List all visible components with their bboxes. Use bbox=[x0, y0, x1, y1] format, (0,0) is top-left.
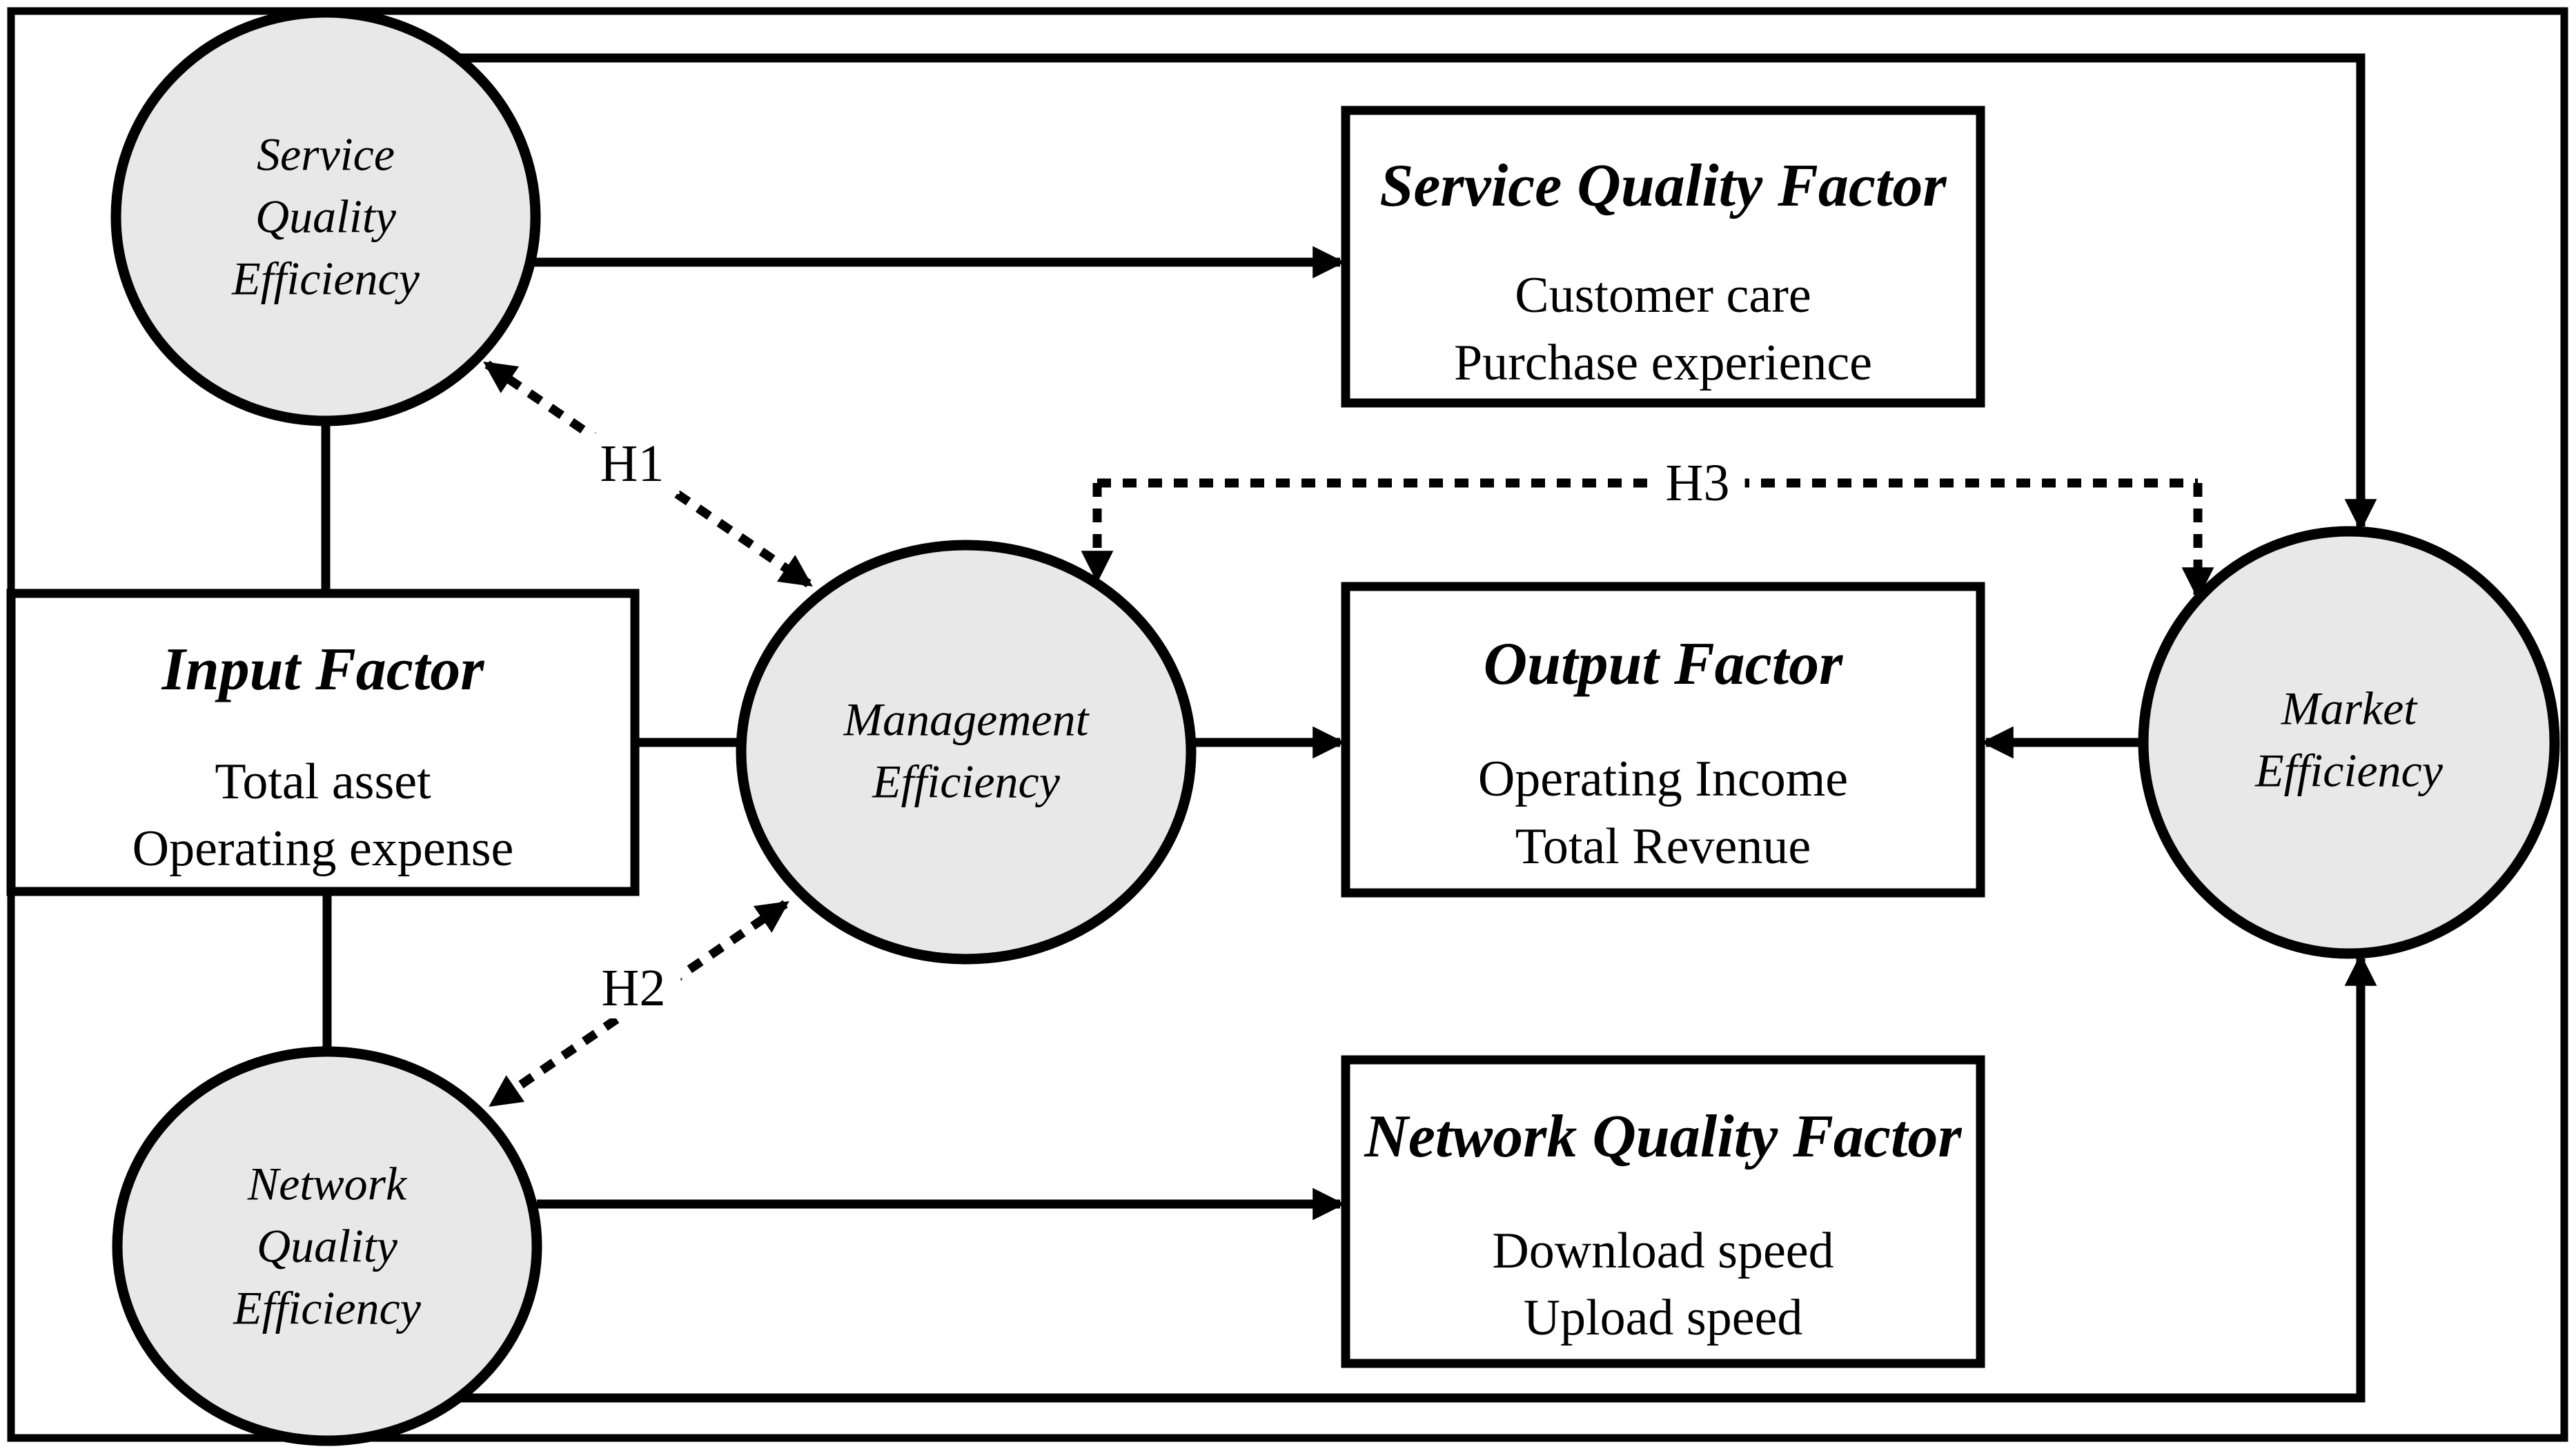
label-management-efficiency: Management Efficiency bbox=[843, 693, 1089, 807]
input-factor-title: Input Factor bbox=[161, 635, 484, 703]
edge-network-quality-efficiency-to-market-efficiency bbox=[457, 953, 2377, 1403]
box-service-quality-factor bbox=[1341, 106, 1985, 408]
label-h2: H2 bbox=[586, 958, 681, 1018]
box-output-factor bbox=[1341, 582, 1985, 898]
label-h3: H3 bbox=[1650, 453, 1745, 513]
network-quality-factor-box-text: Network Quality Factor Download speed Up… bbox=[1346, 1060, 1980, 1363]
node-service-quality-efficiency bbox=[110, 7, 541, 426]
node-market-efficiency bbox=[2138, 526, 2560, 959]
label-market-efficiency: Market Efficiency bbox=[2255, 682, 2443, 796]
node-management-efficiency bbox=[736, 540, 1197, 965]
network-quality-factor-indicators: Download speed Upload speed bbox=[1492, 1222, 1834, 1347]
label-network-quality-efficiency: Network Quality Efficiency bbox=[233, 1157, 421, 1334]
box-network-quality-factor bbox=[1341, 1055, 1985, 1368]
edge-h2-management-efficiency-network-quality-efficiency bbox=[489, 900, 789, 1108]
network-quality-factor-title: Network Quality Factor bbox=[1364, 1103, 1962, 1170]
output-factor-title: Output Factor bbox=[1483, 630, 1843, 698]
label-h1: H1 bbox=[584, 433, 680, 494]
box-input-factor bbox=[6, 589, 640, 896]
output-factor-indicators: Operating Income Total Revenue bbox=[1477, 750, 1849, 875]
node-network-quality-efficiency bbox=[112, 1046, 542, 1446]
label-service-quality-efficiency: Service Quality Efficiency bbox=[232, 128, 420, 304]
input-factor-indicators: Total asset Operating expense bbox=[132, 753, 514, 878]
output-factor-box-text: Output Factor Operating Income Total Rev… bbox=[1346, 586, 1980, 893]
service-quality-factor-box-text: Service Quality Factor Customer care Pur… bbox=[1346, 110, 1980, 403]
service-quality-factor-title: Service Quality Factor bbox=[1379, 152, 1947, 219]
edge-service-quality-efficiency-to-market-efficiency bbox=[458, 53, 2377, 532]
input-factor-box-text: Input Factor Total asset Operating expen… bbox=[11, 593, 635, 891]
service-quality-factor-indicators: Customer care Purchase experience bbox=[1453, 267, 1873, 392]
